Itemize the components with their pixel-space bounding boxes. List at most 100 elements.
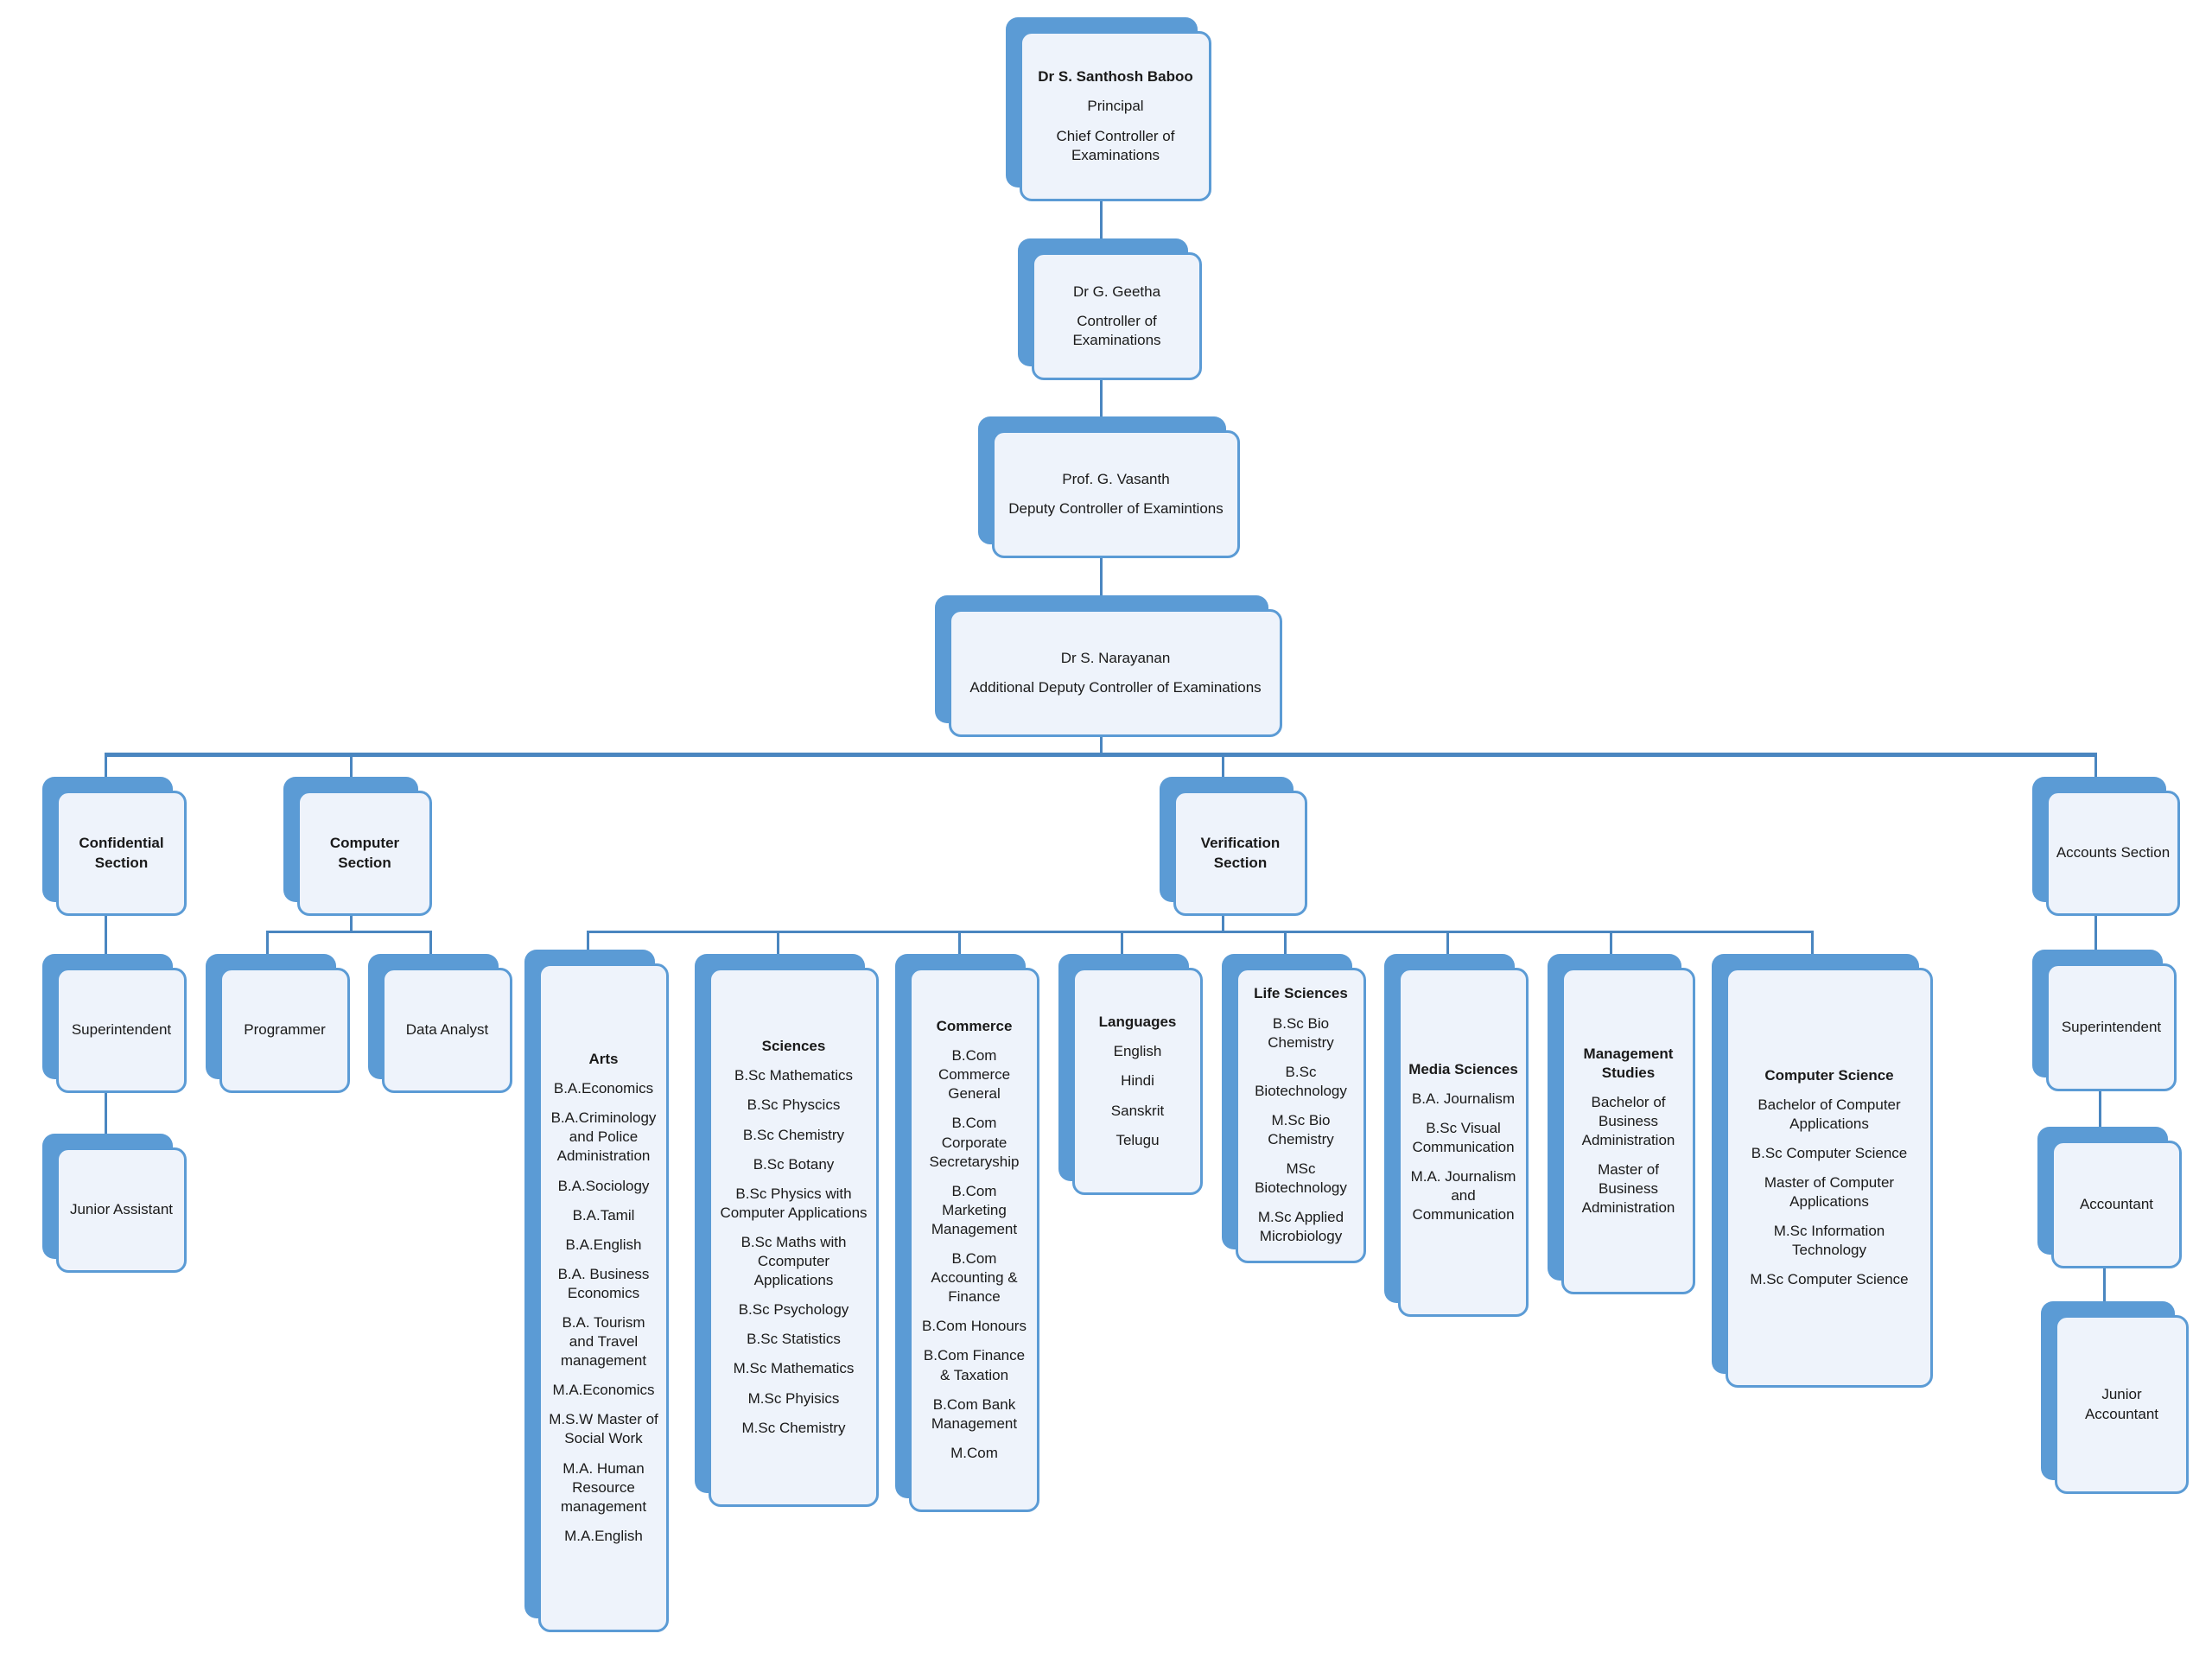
connector-line [1100, 200, 1103, 239]
box-line: B.Com Marketing Management [931, 1182, 1018, 1237]
box-card: Accountant [2051, 1141, 2182, 1268]
box-line: Telugu [1116, 1131, 1160, 1148]
box-title: Management Studies [1583, 1045, 1674, 1081]
box-line: Controller of Examinations [1072, 312, 1161, 349]
connector-line [1284, 931, 1287, 955]
box-title: Computer Section [329, 835, 400, 871]
box-title: Superintendent [71, 1021, 172, 1039]
connector-line [1100, 558, 1103, 596]
box-card: Superintendent [56, 968, 187, 1093]
box-line: M.Sc Information Technology [1773, 1223, 1885, 1259]
box-card: Computer Section [297, 791, 432, 916]
box-title: Data Analyst [405, 1021, 489, 1039]
box-line: M.Sc Applied Microbiology [1257, 1209, 1344, 1245]
box-title: Sciences [761, 1038, 826, 1055]
box-line: Principal [1087, 98, 1144, 115]
box-line: B.Sc Bio Chemistry [1268, 1014, 1334, 1051]
box-card: Programmer [219, 968, 350, 1093]
connector-line [1222, 753, 1224, 779]
box-line: Hindi [1121, 1072, 1154, 1090]
connector-line [2094, 753, 2097, 779]
box-line: B.Sc Botany [753, 1155, 835, 1173]
box-line: B.A.Tamil [572, 1206, 635, 1224]
box-card: Accounts Section [2046, 791, 2180, 916]
connector-line [266, 931, 269, 955]
box-line: B.Sc Physcics [747, 1096, 841, 1114]
connector-line [587, 931, 1814, 933]
box-title: Languages [1098, 1014, 1177, 1031]
junior-accountant-box: Junior Accountant [2041, 1301, 2189, 1494]
box-line: B.Com Accounting & Finance [931, 1250, 1018, 1306]
box-line: B.Sc Computer Science [1751, 1144, 1908, 1161]
box-line: B.A.Sociology [557, 1177, 650, 1194]
box-line: B.Sc Maths with Ccomputer Applications [741, 1233, 847, 1289]
box-line: M.Com [950, 1444, 998, 1461]
box-title: Verification Section [1200, 835, 1281, 871]
box-line: M.A. Human Resource management [560, 1459, 647, 1515]
box-line: M.Sc Bio Chemistry [1268, 1111, 1334, 1148]
connector-line [1446, 931, 1449, 955]
box-card: Superintendent [2046, 963, 2177, 1091]
connector-line [1100, 737, 1103, 754]
box-line: MSc Biotechnology [1255, 1160, 1347, 1197]
box-line: B.A. Tourism and Travel management [560, 1314, 647, 1370]
box-line: B.Sc Visual Communication [1412, 1119, 1515, 1155]
box-title: Prof. G. Vasanth [1062, 470, 1170, 487]
box-card: Junior Assistant [56, 1147, 187, 1273]
connector-line [429, 931, 432, 955]
box-line: M.A.English [564, 1527, 643, 1544]
connector-line [587, 931, 589, 950]
box-line: M.Sc Phyisics [747, 1389, 840, 1407]
box-line: B.Com Finance & Taxation [923, 1347, 1026, 1383]
box-title: Life Sciences [1254, 985, 1348, 1002]
box-card: Data Analyst [382, 968, 512, 1093]
confidential-junior-assistant-box: Junior Assistant [42, 1134, 187, 1273]
box-line: English [1113, 1043, 1162, 1060]
box-line: Bachelor of Business Administration [1581, 1093, 1675, 1148]
confidential-section-box: Confidential Section [42, 777, 187, 916]
box-line: M.S.W Master of Social Work [549, 1411, 658, 1447]
box-title: Arts [588, 1051, 619, 1068]
box-title: Accountant [2079, 1195, 2154, 1212]
box-line: Chief Controller of Examinations [1056, 127, 1175, 163]
connector-line [105, 753, 2097, 757]
box-card: Confidential Section [56, 791, 187, 916]
connector-line [2099, 1091, 2101, 1128]
accounts-section-box: Accounts Section [2032, 777, 2180, 916]
connector-line [2094, 915, 2097, 950]
programmer-box: Programmer [206, 954, 350, 1093]
box-line: B.A. Journalism [1411, 1090, 1516, 1107]
connector-line [350, 915, 353, 932]
accountant-box: Accountant [2037, 1127, 2182, 1268]
box-line: Sanskrit [1110, 1102, 1165, 1119]
box-line: B.A.Criminology and Police Administratio… [550, 1109, 657, 1165]
box-line: B.Sc Statistics [747, 1331, 841, 1348]
connector-line [105, 753, 107, 779]
box-line: B.Com Corporate Secretaryship [929, 1115, 1020, 1170]
box-line: B.A. Business Economics [557, 1265, 650, 1301]
connector-line [1121, 931, 1123, 955]
box-title: Programmer [244, 1021, 326, 1039]
box-line: B.Sc Mathematics [734, 1067, 853, 1084]
